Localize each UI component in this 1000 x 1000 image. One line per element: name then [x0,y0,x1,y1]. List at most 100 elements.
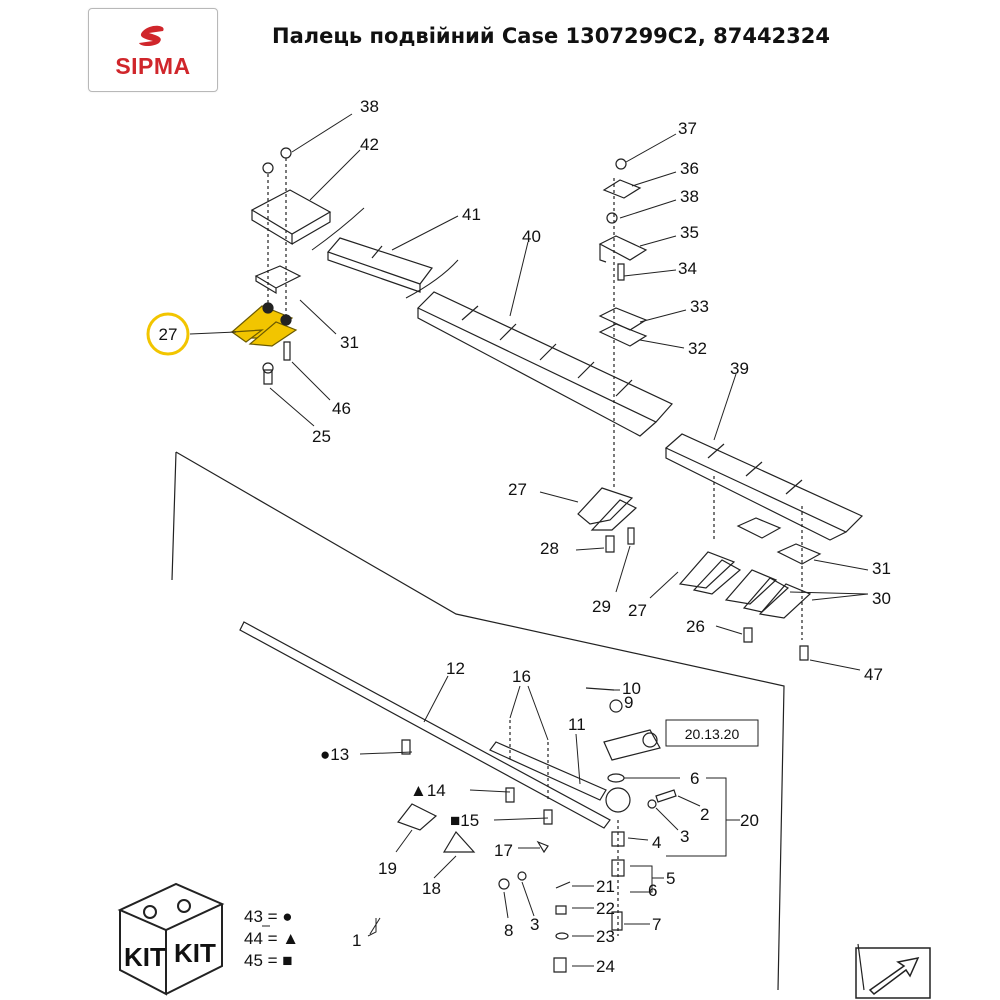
callout-39: 39 [730,359,749,378]
kit-label-a: KIT [124,942,166,972]
callout-1: 1 [352,931,361,950]
callout-31-right: 31 [872,559,891,578]
bushing-part-5 [611,859,625,877]
callout-47: 47 [864,665,883,684]
callout-42: 42 [360,135,379,154]
knife-bar-part-12 [239,621,611,829]
bolt-part-29 [627,527,635,545]
callout-17: 17 [494,841,513,860]
callout-27-middle: 27 [508,480,527,499]
callout-32: 32 [688,339,707,358]
screw-part-14 [505,787,515,803]
sipma-logo-mark [139,25,164,46]
fitting-part-17 [536,840,549,854]
highlight-circle-part-27 [146,312,190,356]
sipma-logo: SIPMA [88,8,218,92]
plate-part-42 [250,189,332,246]
callout-2: 2 [700,805,709,824]
callout-46: 46 [332,399,351,418]
callout-21: 21 [596,877,615,896]
callout-37: 37 [678,119,697,138]
callout-14: ▲14 [410,781,446,800]
knife-head-part-20 [603,729,661,813]
nut-part-8 [498,878,510,890]
callout-31-left: 31 [340,333,359,352]
washer-part-6 [607,773,625,783]
reference-box[interactable]: 20.13.20 [665,719,759,747]
kit-legend-44: 44 = ▲ [244,929,299,948]
detail-frame [171,451,865,991]
clip-part-36 [602,179,642,199]
callout-34: 34 [678,259,697,278]
callout-25: 25 [312,427,331,446]
callout-10: 10 [622,679,641,698]
drive-bar-part-11 [489,741,607,801]
callout-40: 40 [522,227,541,246]
kit-box-icon [117,882,225,996]
pin-part-21 [555,881,571,889]
screw-part-13 [401,739,411,755]
bolt-part-2 [655,789,677,803]
plate-part-32 [598,323,648,347]
bolt-part-25 [262,362,274,385]
callout-38-left: 38 [360,97,379,116]
callout-35: 35 [680,223,699,242]
sleeve-part-24 [553,957,567,973]
nut-part-9 [609,699,623,713]
callout-30: 30 [872,589,891,608]
callout-11: 11 [568,715,586,734]
screw-part-15 [543,809,553,825]
callout-8: 8 [504,921,513,940]
callout-16: 16 [512,667,531,686]
callout-38-right: 38 [680,187,699,206]
sleeve-part-22 [555,905,567,915]
spacer-part-31-right [736,517,822,565]
nut-part-38-right [606,212,618,224]
callout-7: 7 [652,915,661,934]
callout-24: 24 [596,957,615,976]
callout-12: 12 [446,659,465,678]
callout-6-lower: 6 [648,881,657,900]
kit-label-b: KIT [174,938,216,968]
sipma-logo-text: SIPMA [115,53,191,79]
bolt-part-34 [617,263,625,281]
guard-plate-part-39 [664,433,864,541]
ring-part-23 [555,932,569,940]
bolt-part-7 [611,911,623,931]
kit-legend: 43 = ● 44 = ▲ 45 = ■ [244,907,299,970]
spacer-part-31-left [254,265,302,295]
guard-plate-part-40 [416,291,673,437]
leader-lines [189,113,869,967]
callout-41: 41 [462,205,481,224]
bolt-part-28 [605,535,615,553]
callout-26: 26 [686,617,705,636]
callout-20: 20 [740,811,759,830]
bolt-part-26 [743,627,753,643]
callout-29: 29 [592,597,611,616]
nut-part-37 [615,158,627,170]
callout-27-highlighted: 27 [159,325,178,344]
callout-15: ■15 [450,811,479,830]
pin-part-10 [585,687,615,691]
guard-part-27-highlighted [230,305,298,347]
callout-18: 18 [422,879,441,898]
callout-9: 9 [624,693,633,712]
callout-33: 33 [690,297,709,316]
callouts: 38 42 41 40 37 36 38 35 34 33 32 31 46 2… [312,97,891,976]
callout-22: 22 [596,899,615,918]
callout-19: 19 [378,859,397,878]
bolt-part-46 [283,341,291,361]
holddown-part-19 [397,803,438,831]
washer-part-3b [517,871,527,881]
callout-5: 5 [666,869,675,888]
plate-part-35 [598,235,648,263]
kit-legend-45: 45 = ■ [244,951,293,970]
callout-28: 28 [540,539,559,558]
holddown-part-18 [442,830,476,853]
kit-legend-43: 43 = ● [244,907,293,926]
callout-4: 4 [652,833,661,852]
nut-part-38-left [262,147,292,174]
callout-3-upper: 3 [680,827,689,846]
arrow-next-page-icon[interactable] [855,947,931,999]
